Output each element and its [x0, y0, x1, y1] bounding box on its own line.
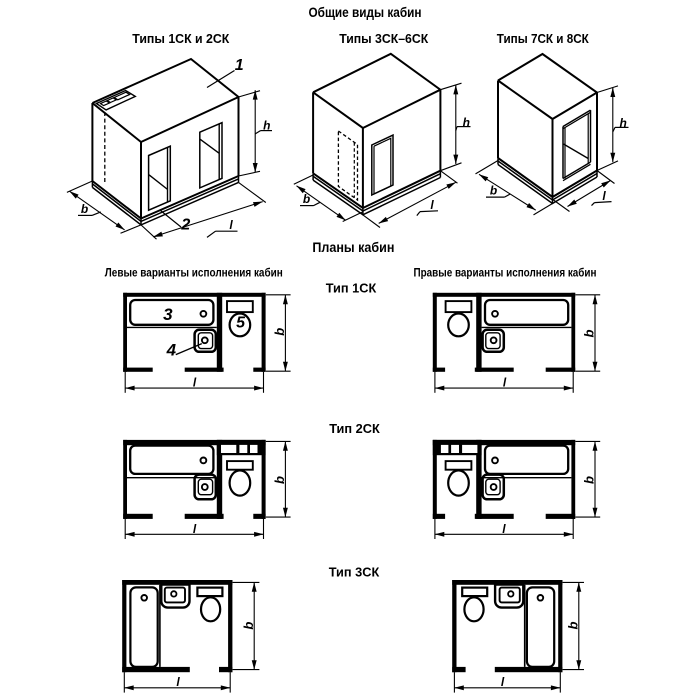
svg-text:b: b	[566, 621, 581, 629]
svg-text:Общие виды кабин: Общие виды кабин	[309, 4, 422, 20]
svg-text:Левые варианты исполнения каби: Левые варианты исполнения кабин	[105, 268, 283, 280]
svg-text:1: 1	[235, 57, 244, 74]
svg-text:2: 2	[180, 216, 190, 233]
svg-text:Типы 3СК–6СК: Типы 3СК–6СК	[339, 31, 428, 46]
svg-text:b: b	[582, 329, 597, 337]
svg-text:Тип 2СК: Тип 2СК	[329, 421, 380, 436]
svg-text:l: l	[229, 218, 233, 232]
svg-text:b: b	[490, 183, 497, 197]
svg-text:b: b	[241, 622, 256, 630]
svg-text:Планы кабин: Планы кабин	[312, 239, 394, 255]
svg-text:Типы 1СК и 2СК: Типы 1СК и 2СК	[132, 31, 229, 46]
svg-text:b: b	[582, 476, 597, 484]
svg-text:h: h	[620, 116, 627, 130]
svg-text:l: l	[501, 675, 505, 689]
svg-text:b: b	[272, 476, 287, 484]
svg-text:5: 5	[236, 315, 246, 332]
svg-text:h: h	[263, 118, 270, 132]
svg-text:b: b	[303, 192, 310, 206]
svg-text:l: l	[503, 376, 507, 390]
svg-text:l: l	[430, 198, 434, 212]
svg-text:l: l	[602, 189, 606, 203]
svg-text:b: b	[272, 328, 287, 336]
svg-text:l: l	[193, 376, 197, 390]
svg-text:l: l	[193, 522, 197, 536]
svg-text:3: 3	[163, 305, 173, 324]
svg-text:Типы 7СК и 8СК: Типы 7СК и 8СК	[497, 31, 589, 46]
svg-text:l: l	[502, 522, 506, 536]
svg-text:4: 4	[166, 341, 177, 360]
svg-text:Правые варианты исполнения каб: Правые варианты исполнения кабин	[414, 268, 597, 280]
svg-text:Тип 3СК: Тип 3СК	[329, 565, 380, 580]
svg-text:h: h	[463, 115, 470, 129]
svg-text:Тип 1СК: Тип 1СК	[326, 281, 377, 296]
svg-text:b: b	[81, 202, 88, 216]
svg-text:l: l	[176, 675, 180, 689]
